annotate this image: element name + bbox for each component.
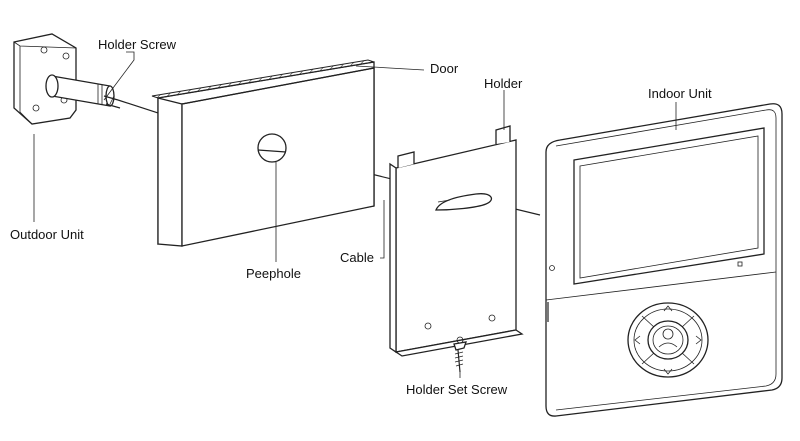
screen (573, 127, 765, 285)
arrow-up-icon (663, 305, 673, 312)
screw-hole-icon (62, 52, 70, 60)
leader-lines (33, 51, 677, 378)
arrow-left-icon (634, 335, 641, 345)
label-peephole: Peephole (246, 266, 301, 281)
screw-hole-icon (32, 104, 40, 112)
outdoor-unit (13, 33, 115, 125)
arrow-right-icon (695, 335, 702, 345)
label-holder: Holder (484, 76, 523, 91)
arrow-down-icon (663, 368, 673, 375)
holder-plate (389, 125, 524, 357)
user-icon (662, 328, 674, 340)
peephole (257, 133, 287, 163)
label-indoor-unit: Indoor Unit (648, 86, 712, 101)
holder-screw-icon (103, 91, 121, 109)
holder-set-screw-icon (453, 341, 467, 373)
screw-hole-icon (40, 46, 48, 54)
label-cable: Cable (340, 250, 374, 265)
label-outdoor-unit: Outdoor Unit (10, 227, 84, 242)
label-holder-screw: Holder Screw (98, 37, 177, 52)
label-door: Door (430, 61, 459, 76)
label-holder-set-screw: Holder Set Screw (406, 382, 508, 397)
indoor-unit (545, 103, 783, 417)
navigation-pad (627, 302, 709, 378)
